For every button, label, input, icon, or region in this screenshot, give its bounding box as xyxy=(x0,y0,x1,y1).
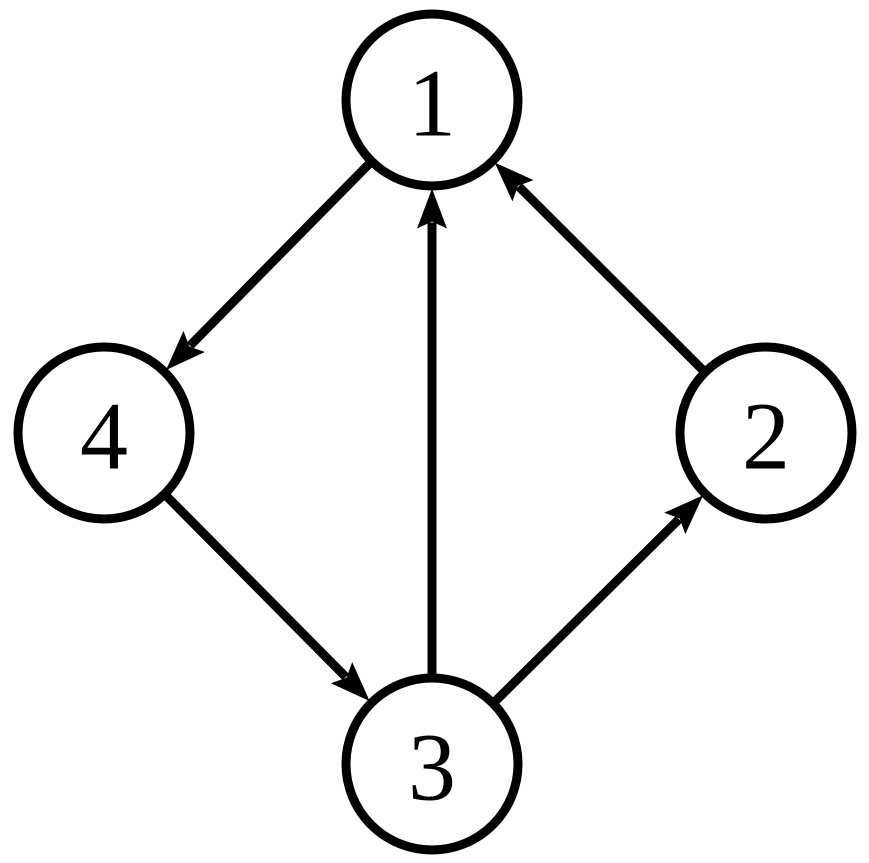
edge-line xyxy=(186,159,374,349)
node-label: 1 xyxy=(408,50,456,157)
graph-edge xyxy=(163,492,370,702)
graph-edge xyxy=(417,188,447,676)
graph-node-4[interactable]: 4 xyxy=(13,342,195,524)
graph-edge xyxy=(491,495,704,705)
graph-node-3[interactable]: 3 xyxy=(341,673,523,855)
edge-arrowhead-icon xyxy=(494,162,534,202)
graph-node-2[interactable]: 2 xyxy=(675,342,857,524)
node-circle[interactable] xyxy=(675,342,857,524)
edges-layer xyxy=(163,159,707,705)
node-label: 2 xyxy=(742,383,790,490)
graph-edge xyxy=(166,159,374,370)
node-label: 4 xyxy=(80,383,128,490)
edge-line xyxy=(515,183,707,374)
node-circle[interactable] xyxy=(13,342,195,524)
edge-line xyxy=(163,492,349,681)
nodes-layer: 1 2 3 4 xyxy=(13,9,857,855)
node-circle[interactable] xyxy=(341,9,523,191)
graph-node-1[interactable]: 1 xyxy=(341,9,523,191)
edge-line xyxy=(491,516,683,705)
node-circle[interactable] xyxy=(341,673,523,855)
node-label: 3 xyxy=(408,714,456,821)
edge-arrowhead-icon xyxy=(330,662,370,702)
edge-arrowhead-icon xyxy=(166,330,205,370)
edge-arrowhead-icon xyxy=(417,188,447,229)
graph-edge xyxy=(494,162,707,374)
edge-arrowhead-icon xyxy=(664,495,704,535)
